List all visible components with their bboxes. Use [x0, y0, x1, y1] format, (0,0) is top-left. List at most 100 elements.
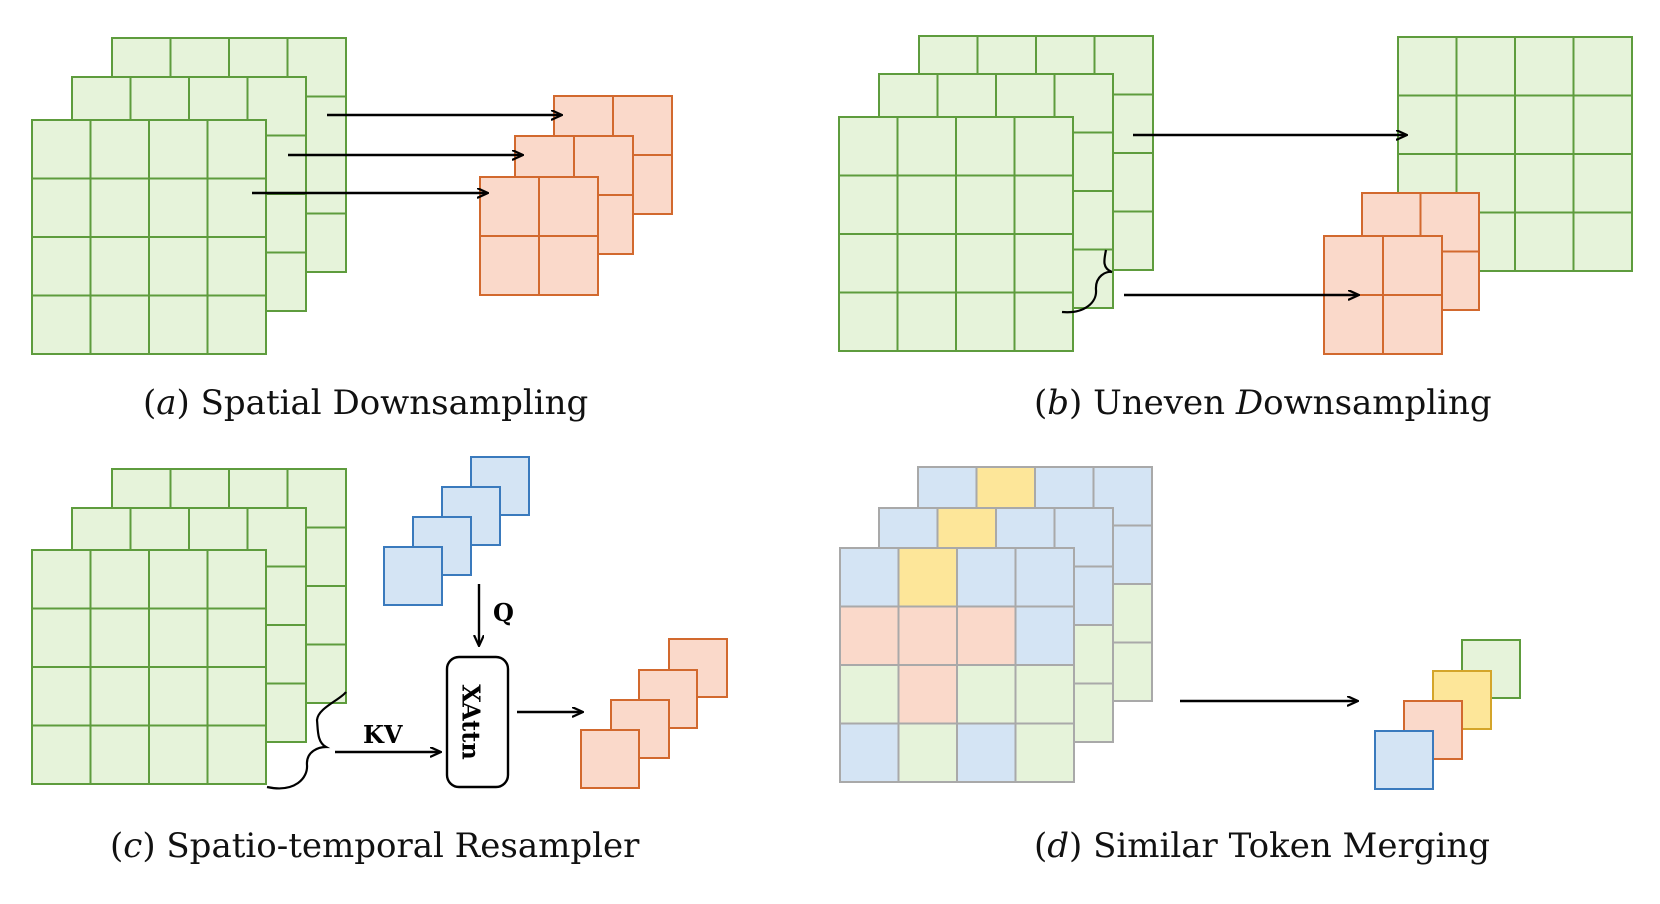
caption-b-letter: b: [1047, 383, 1069, 423]
token-grid-back: [1092, 466, 1153, 527]
token-grid-front: [1014, 547, 1075, 608]
frame-grid-front: [148, 724, 209, 785]
caption-d-title: Similar Token Merging: [1093, 826, 1490, 866]
frame-grid-front: [896, 291, 957, 352]
token-grid-front: [839, 605, 900, 666]
frame-grid-front: [89, 236, 150, 297]
brace: [1061, 249, 1113, 314]
frame-grid-front: [31, 294, 92, 355]
frame-grid-front: [838, 174, 899, 235]
panel-a-spatial-downsampling: [31, 37, 673, 355]
frame-grid-front: [89, 549, 150, 610]
token-grid-front: [897, 547, 958, 608]
frame-grid-front: [896, 174, 957, 235]
caption-c: (c) Spatio-temporal Resampler: [110, 826, 640, 866]
frame-grid-front: [148, 666, 209, 727]
token-grid-front: [956, 547, 1017, 608]
frame-grid-front: [1013, 116, 1074, 177]
token-grid-front: [1014, 722, 1075, 783]
frame-grid-front: [148, 607, 209, 668]
frame-grid-front: [148, 294, 209, 355]
keyframe-grid-large: [1572, 211, 1633, 272]
caption-b-title: Uneven: [1093, 383, 1236, 423]
downsampled-grid-front: [538, 176, 599, 237]
token-grid-front: [839, 664, 900, 725]
caption-d-letter: d: [1047, 826, 1069, 866]
token-grid-front: [897, 722, 958, 783]
caption-b: (b) Uneven Downsampling: [1034, 383, 1492, 423]
frame-grid-front: [31, 236, 92, 297]
frame-grid-front: [206, 666, 267, 727]
caption-c-title: Spatio-temporal Resampler: [166, 826, 640, 866]
frame-grid-front: [838, 233, 899, 294]
downsampled-grid-front: [538, 235, 599, 296]
frame-grid-front: [955, 233, 1016, 294]
frame-grid-front: [896, 116, 957, 177]
token-grid-front: [839, 722, 900, 783]
frame-grid-front: [955, 116, 1016, 177]
downsampled-grid-front: [1323, 235, 1384, 296]
frame-grid-front: [89, 666, 150, 727]
frame-grid-front: [1013, 291, 1074, 352]
brace: [266, 691, 347, 790]
frame-grid-front: [206, 177, 267, 238]
downsampled-grid-front: [1323, 294, 1384, 355]
keyframe-grid-large: [1397, 36, 1458, 97]
cross-attention-label: XAttn: [457, 684, 486, 760]
token-grid-front: [839, 547, 900, 608]
keyframe-grid-large: [1514, 211, 1575, 272]
frame-grid-front: [148, 236, 209, 297]
frame-grid-front: [31, 724, 92, 785]
keyframe-grid-large: [1572, 94, 1633, 155]
frame-grid-front: [1013, 174, 1074, 235]
caption-a-letter: a: [156, 383, 176, 423]
keyframe-grid-large: [1397, 94, 1458, 155]
keyframe-grid-large: [1514, 153, 1575, 214]
panel-c-spatio-temporal-resampler: Q KV XAttn: [31, 456, 728, 790]
caption-b-title-italic: D: [1235, 383, 1263, 423]
keyframe-grid-large: [1514, 94, 1575, 155]
downsampled-grid-front: [1382, 294, 1443, 355]
token-grid-front: [1014, 605, 1075, 666]
frame-grid-front: [955, 174, 1016, 235]
frame-grid-front: [31, 549, 92, 610]
keyframe-grid-large: [1514, 36, 1575, 97]
keyframe-grid-large: [1572, 36, 1633, 97]
caption-a-title: Spatial Downsampling: [201, 383, 589, 423]
frame-grid-front: [31, 119, 92, 180]
key-value-label: KV: [363, 720, 403, 749]
downsampled-grid-front: [1382, 235, 1443, 296]
frame-grid-front: [206, 119, 267, 180]
frame-grid-front: [31, 177, 92, 238]
frame-grid-front: [89, 724, 150, 785]
frame-grid-front: [148, 119, 209, 180]
frame-grid-front: [89, 607, 150, 668]
frame-grid-front: [89, 177, 150, 238]
downsampled-grid-front: [479, 235, 540, 296]
frame-grid-front: [206, 607, 267, 668]
frame-grid-front: [89, 294, 150, 355]
frame-grid-front: [89, 119, 150, 180]
frame-grid-front: [838, 116, 899, 177]
frame-grid-front: [206, 236, 267, 297]
token-grid-middle: [1053, 507, 1114, 568]
keyframe-grid-large: [1455, 94, 1516, 155]
caption-d: (d) Similar Token Merging: [1034, 826, 1490, 866]
keyframe-grid-large: [1455, 36, 1516, 97]
token-grid-front: [956, 664, 1017, 725]
query-token: [383, 546, 443, 606]
panel-d-similar-token-merging: [839, 466, 1521, 790]
caption-a: (a) Spatial Downsampling: [143, 383, 588, 423]
frame-grid-front: [955, 291, 1016, 352]
caption-b-title-rest: ownsampling: [1263, 383, 1492, 423]
downsampled-grid-front: [479, 176, 540, 237]
frame-grid-front: [206, 724, 267, 785]
output-token: [580, 729, 640, 789]
merged-token-blue: [1374, 730, 1434, 790]
token-grid-front: [956, 722, 1017, 783]
panel-b-uneven-downsampling: [838, 35, 1633, 355]
token-grid-front: [897, 605, 958, 666]
token-grid-front: [956, 605, 1017, 666]
keyframe-grid-large: [1572, 153, 1633, 214]
